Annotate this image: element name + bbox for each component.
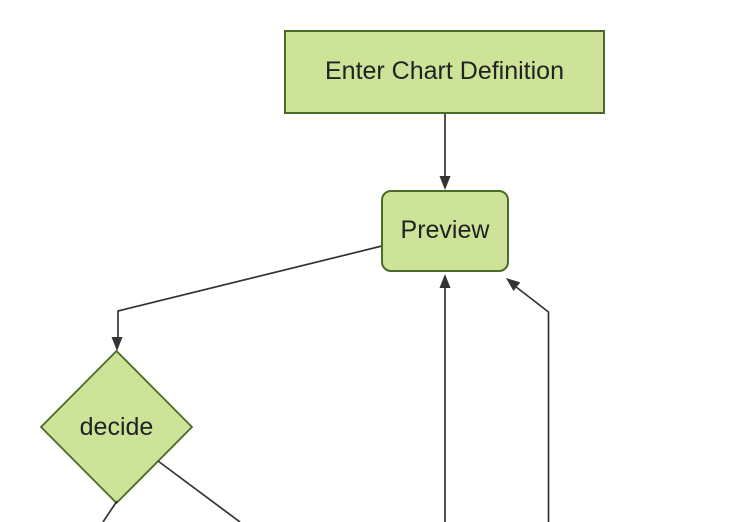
edge-bottom-right-to-preview xyxy=(514,285,550,522)
arrowhead-preview-bottom xyxy=(439,274,451,288)
node-enter-chart-definition-label: Enter Chart Definition xyxy=(324,57,564,86)
node-preview: Preview xyxy=(381,190,509,272)
node-decide-label: decide xyxy=(79,412,154,441)
node-enter-chart-definition: Enter Chart Definition xyxy=(284,30,605,114)
edge-decide-to-bottom-right xyxy=(157,460,241,522)
node-preview-label: Preview xyxy=(400,216,490,245)
arrowhead-decide-top xyxy=(111,337,123,351)
edge-decide-to-bottom-left xyxy=(102,500,118,522)
arrowhead-preview-top xyxy=(439,176,451,190)
edge-preview-to-decide xyxy=(117,245,383,338)
arrowhead-preview-corner xyxy=(506,278,521,291)
